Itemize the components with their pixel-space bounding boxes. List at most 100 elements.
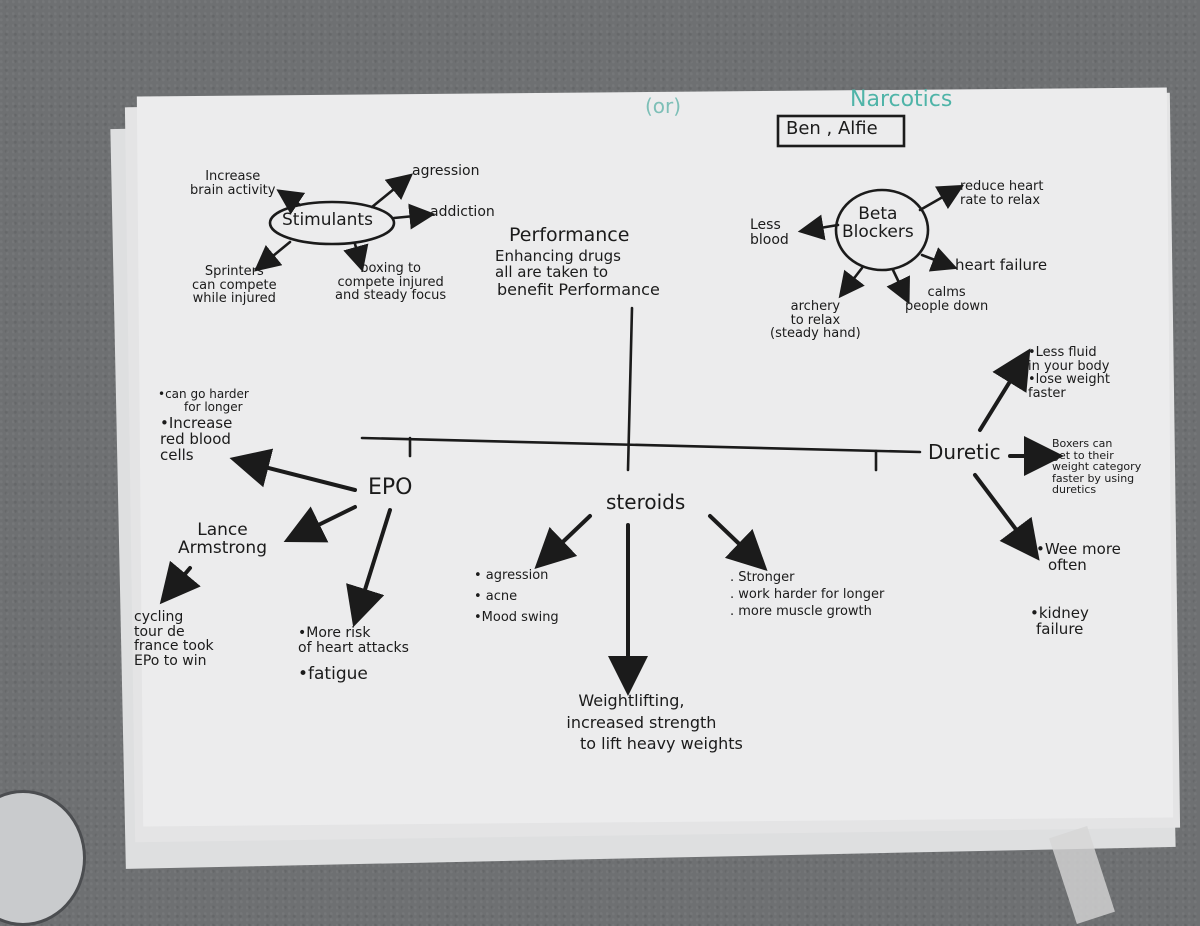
kidney-line-1: •kidney (1030, 604, 1089, 622)
less-blood-line-2: blood (750, 231, 789, 248)
sprinters-line-2: can compete (192, 277, 277, 293)
boxers-line-4: faster by using (1052, 471, 1135, 485)
stimulants-bubble (268, 200, 396, 246)
epo-label: EPO (368, 475, 413, 500)
epo-arrow-red-blood (229, 448, 357, 492)
cycling-line-4: EPo to win (134, 653, 207, 670)
bottom-line-2: increased strength (566, 712, 717, 732)
beta-effect-heart-rate: reduce heart rate to relax (960, 180, 1043, 207)
boxers-line-5: duretics (1052, 483, 1097, 497)
beta-line-2: Blockers (842, 221, 914, 242)
stimulants-arrow-agression (370, 173, 414, 209)
photo-scene: (or) Narcotics Ben , Alfie Performance E… (0, 87, 1181, 926)
beta-blockers-bubble (834, 188, 930, 272)
epo-effect-risk: •More risk of heart attacks (298, 626, 409, 655)
diuretic-label: Duretic (928, 440, 1001, 464)
epo-effect-cycling: cycling tour de france took EPo to win (134, 610, 214, 669)
sprinters-line-3: while injured (192, 291, 276, 307)
steroids-right-item-1: . Stronger (730, 570, 795, 585)
red-blood-line-2: red blood (160, 429, 231, 448)
wee-line-1: •Wee more (1036, 540, 1121, 558)
beta-line-1: Beta (858, 204, 898, 224)
names-box (776, 114, 906, 148)
stimulants-arrow-boxing (343, 242, 369, 273)
beta-effect-archery: archery to relax (steady hand) (770, 300, 861, 341)
beta-effect-calms: calms people down (905, 286, 988, 313)
title-block: Performance Enhancing drugs all are take… (495, 225, 660, 299)
diuretic-effect-wee: •Wee more often (1036, 540, 1121, 574)
harder-line-1: •can go harder (158, 387, 249, 401)
stimulants-effect-brain: Increase brain activity (190, 170, 275, 197)
risk-line-2: of heart attacks (298, 639, 409, 656)
brain-line-2: brain activity (190, 182, 276, 198)
fluid-line-3: •lose weight (1028, 372, 1110, 388)
less-blood-line-1: Less (750, 217, 781, 233)
wee-line-2: often (1048, 555, 1087, 574)
kidney-line-2: failure (1036, 619, 1084, 638)
epo-effect-red-blood: •Increase red blood cells (160, 414, 233, 464)
calms-line-1: calms (927, 285, 966, 300)
stimulants-arrow-addiction (392, 203, 436, 230)
harder-line-2: for longer (184, 399, 243, 414)
stimulants-effect-sprinters: Sprinters can compete while injured (192, 265, 277, 306)
archery-line-1: archery (790, 299, 841, 314)
lance-arrow-cycling (159, 560, 201, 605)
red-blood-line-3: cells (160, 445, 194, 464)
diuretic-arrow-fluid (978, 348, 1031, 432)
boxers-line-2: get to their (1052, 448, 1114, 462)
diuretic-arrow-wee (973, 473, 1040, 561)
risk-line-1: •More risk (298, 625, 371, 641)
bottom-line-3: to lift heavy weights (580, 734, 743, 754)
diuretic-effect-fluid: •Less fluid in your body •lose weight fa… (1028, 346, 1110, 401)
beta-blockers-label: Beta Blockers (842, 204, 914, 242)
boxers-line-1: Boxers can (1052, 437, 1113, 450)
archery-line-2: to relax (790, 312, 841, 328)
epo-effect-lance: Lance Armstrong (178, 520, 267, 558)
stimulants-arrow-brain (276, 189, 306, 215)
cycling-line-3: france took (134, 638, 214, 655)
steroids-right-item-3: . more muscle growth (730, 603, 872, 619)
boxers-line-3: weight category (1052, 460, 1142, 474)
beta-arrow-heart-failure (920, 247, 958, 272)
steroids-left-item-3: •Mood swing (474, 609, 559, 625)
beta-arrow-calms (886, 268, 910, 305)
boxing-line-2: compete injured (337, 274, 444, 290)
epo-effect-fatigue: •fatigue (298, 664, 368, 684)
steroids-left-item-2: • acne (474, 588, 518, 604)
stimulants-effect-addiction: addiction (430, 204, 495, 220)
stimulants-label: Stimulants (282, 210, 373, 230)
steroids-right-item-2: . work harder for longer (730, 586, 885, 602)
red-blood-line-1: •Increase (160, 414, 233, 432)
archery-line-3: (steady hand) (770, 326, 861, 342)
beta-arrow-less-blood (797, 214, 840, 241)
beta-arrow-archery (838, 266, 865, 299)
lance-line-1: Lance (197, 520, 248, 540)
bottom-line-1: Weightlifting, (578, 691, 685, 710)
beta-arrow-heart-rate (918, 184, 965, 212)
steroids-arrow-left (534, 514, 592, 570)
steroids-right-list: . Stronger . work harder for longer . mo… (730, 570, 884, 621)
epo-arrow-risk (346, 508, 392, 628)
stimulants-effect-agression: agression (412, 163, 480, 179)
fluid-line-2: in your body (1028, 358, 1110, 374)
beta-effect-heart-failure: heart failure (955, 256, 1048, 274)
calms-line-2: people down (905, 298, 989, 314)
epo-arrow-lance (283, 505, 357, 543)
sprinters-line-1: Sprinters (204, 264, 264, 279)
faded-heading-right: Narcotics (850, 87, 953, 112)
epo-effect-harder: •can go harder for longer (158, 388, 249, 413)
title-line-1: Performance (509, 224, 630, 246)
stimulants-effect-boxing: boxing to compete injured and steady foc… (335, 262, 446, 303)
horizontal-axis (360, 436, 922, 454)
fluid-line-1: •Less fluid (1028, 345, 1097, 360)
author-names: Ben , Alfie (786, 118, 878, 139)
title-line-2: Enhancing drugs (495, 246, 621, 265)
boxing-line-1: boxing to (360, 261, 421, 276)
heart-rate-line-1: reduce heart (960, 179, 1044, 194)
diuretic-effect-kidney: •kidney failure (1030, 604, 1089, 638)
mindmap-drawing (159, 114, 1064, 696)
diuretic-effect-boxers: Boxers can get to their weight category … (1052, 438, 1141, 496)
cycling-line-2: tour de (134, 623, 185, 640)
beta-effect-less-blood: Less blood (750, 218, 789, 247)
title-line-3: all are taken to (495, 262, 609, 281)
